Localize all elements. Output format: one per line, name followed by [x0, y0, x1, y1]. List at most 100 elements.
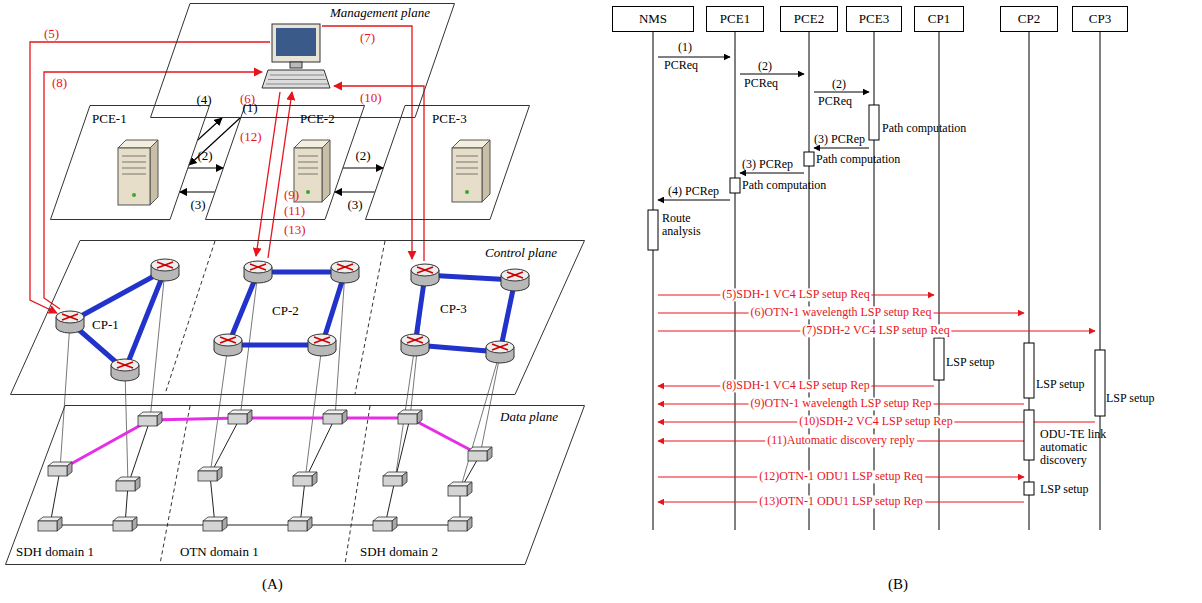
message-label: (9)OTN-1 wavelength LSP setup Rep: [749, 397, 934, 410]
group-label: CP-1: [92, 318, 119, 332]
callout-number: (8): [52, 76, 67, 90]
plane-name: Data plane: [500, 410, 558, 424]
server-slot: [298, 168, 318, 169]
domain-label: SDH domain 2: [360, 545, 438, 559]
server-icon: [118, 140, 158, 205]
router-arrow: [250, 264, 266, 270]
lifeline: [809, 32, 810, 530]
router-arrow: [157, 262, 173, 268]
request-arrow: [188, 167, 223, 168]
callout-number: (13): [284, 223, 306, 237]
plane-border: [366, 106, 530, 220]
server-slot: [456, 156, 478, 157]
server-side: [150, 140, 158, 205]
plane-outline: [205, 105, 365, 220]
domain-divider: [160, 406, 190, 564]
control-data-link: [305, 345, 322, 480]
router-arrow: [117, 362, 133, 368]
domain-label: SDH domain 1: [16, 545, 94, 559]
request-arrow: [180, 191, 215, 192]
router-top: [151, 259, 179, 271]
server-slot: [122, 162, 146, 163]
server-slot: [122, 168, 146, 169]
network-element: [373, 517, 397, 531]
server-slot: [122, 174, 146, 175]
router-arrow: [117, 362, 133, 368]
callout-number: (7): [360, 31, 375, 45]
keyboard: [262, 70, 330, 88]
plane-name: PCE-3: [432, 112, 467, 126]
activation-bar: [1024, 343, 1034, 398]
message-label: (2): [758, 60, 772, 73]
router-icon: [244, 261, 272, 283]
control-data-link: [460, 352, 500, 490]
router-top: [486, 341, 514, 353]
router-top: [214, 334, 242, 346]
network-element: [113, 517, 137, 531]
control-link: [415, 275, 515, 352]
lifeline-header: CP3: [1072, 6, 1128, 32]
message-label: (5)SDH-1 VC4 LSP setup Req: [720, 288, 871, 301]
message-label: (6)OTN-1 wavelength LSP setup Req: [749, 306, 934, 319]
network-element: [383, 472, 407, 486]
lightpath: [60, 418, 480, 470]
ne-front: [448, 486, 467, 496]
message-arrow: [658, 200, 730, 201]
network-element: [138, 412, 162, 426]
router-arrow: [337, 264, 353, 270]
ne-front: [373, 521, 392, 531]
activity-label: LSP setup: [946, 356, 995, 369]
fibre-link: [125, 525, 215, 526]
router-arrow: [507, 272, 523, 278]
server-slot: [456, 174, 478, 175]
lifeline-name: CP1: [928, 12, 950, 26]
monitor-stand: [290, 62, 302, 68]
router-icon: [214, 334, 242, 356]
data-plane: Data plane: [5, 405, 585, 565]
ne-side: [67, 462, 72, 476]
message-label: (3) PCRep: [742, 158, 793, 171]
ne-side: [487, 447, 492, 461]
step-number: (2): [197, 149, 212, 163]
router-top: [111, 359, 139, 371]
management-plane: Management plane: [150, 3, 455, 118]
callout-number: (11): [284, 204, 305, 218]
ne-front: [116, 481, 135, 491]
message-label: (8)SDH-1 VC4 LSP setup Rep: [720, 379, 871, 392]
network-element: [448, 517, 472, 531]
control-data-link: [60, 322, 70, 470]
message-label: PCReq: [664, 59, 698, 72]
server-side: [322, 140, 330, 202]
message-label: (7)SDH-2 VC4 LSP setup Req: [800, 324, 951, 337]
router-arrow: [507, 272, 523, 278]
message-arrow: [740, 74, 804, 75]
step-number: (2): [355, 149, 370, 163]
management-arrow: [334, 86, 424, 261]
domain-divider: [345, 406, 370, 564]
panel-label: (B): [888, 576, 908, 593]
ne-side: [417, 410, 422, 424]
network-element: [293, 472, 317, 486]
activation-bar: [869, 105, 879, 140]
lifeline-header: NMS: [612, 6, 694, 32]
message-label: (2): [832, 78, 846, 91]
lifeline-header: CP2: [1000, 6, 1058, 32]
ne-front: [323, 414, 342, 424]
ne-front: [198, 471, 217, 481]
ne-side: [342, 410, 347, 424]
server-slot: [456, 168, 478, 169]
control-link: [228, 272, 345, 345]
message-label: PCReq: [744, 77, 778, 90]
ne-side: [217, 467, 222, 481]
server-slot: [298, 174, 318, 175]
ne-side: [392, 517, 397, 531]
management-arrow: [44, 72, 262, 309]
callout-number: (12): [240, 130, 262, 144]
callout-number: (9): [284, 188, 299, 202]
ne-front: [293, 476, 312, 486]
router-icon: [501, 269, 529, 291]
lifeline: [1100, 32, 1101, 530]
router-arrow: [314, 337, 330, 343]
network-element: [468, 447, 492, 461]
